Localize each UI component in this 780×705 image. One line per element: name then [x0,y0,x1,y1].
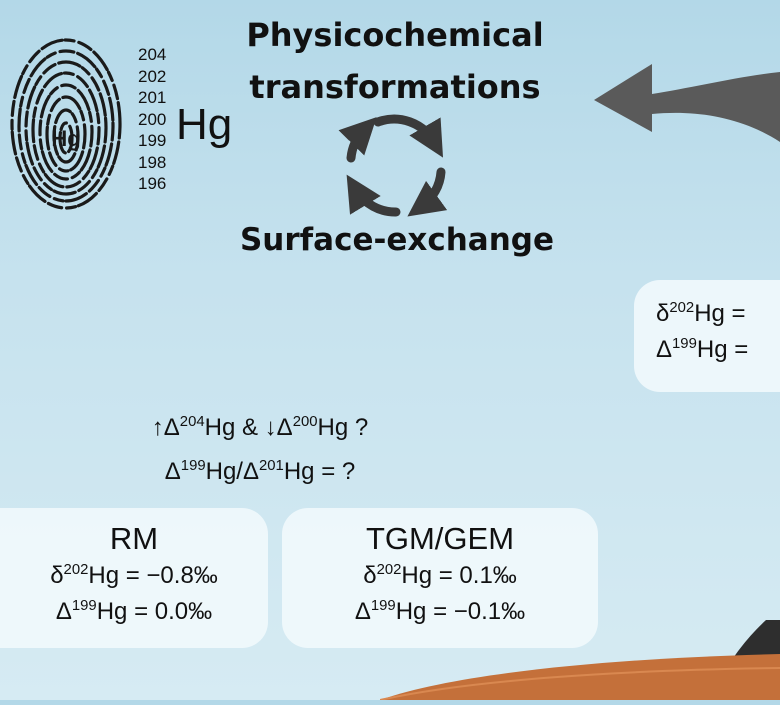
rm-box: RM δ202Hg = −0.8‰ Δ199Hg = 0.0‰ [0,508,268,648]
diagram-title-line1: Physicochemical [246,16,544,54]
isotope-mass-list: 204 202 201 200 199 198 196 [138,44,166,195]
isotope-mass: 199 [138,131,167,150]
diagram-title-line2: transformations [249,68,541,106]
isotope-mass: 196 [138,174,167,193]
isotope-mass: 201 [138,88,167,107]
tgm-gem-box-title: TGM/GEM [365,521,515,556]
rm-box-cap-delta-row: Δ199Hg = 0.0‰ [55,598,213,625]
isotope-mass: 204 [138,45,167,64]
question-line-2: Δ199Hg/Δ201Hg = ? [164,458,356,485]
tgm-gem-box: TGM/GEM δ202Hg = 0.1‰ Δ199Hg = −0.1‰ [282,508,598,648]
cycle-label: Surface-exchange [239,222,555,258]
tgm-gem-box-delta-row: δ202Hg = 0.1‰ [363,562,517,589]
rm-box-delta-row: δ202Hg = −0.8‰ [50,562,218,589]
right-box-delta-row: δ202Hg = [656,300,746,327]
cycle-arrows-icon [338,106,456,224]
fingerprint-icon: Hg [8,34,124,210]
large-arrow-icon [590,50,780,160]
isotope-mass: 198 [138,152,167,172]
ground-surface [379,620,780,701]
rm-box-title: RM [109,521,159,556]
isotope-mass: 200 [138,109,167,129]
right-box-cap-delta-row: Δ199Hg = [656,336,749,363]
right-isotope-box: δ202Hg = Δ199Hg = [634,280,780,392]
hg-element-symbol: Hg [176,100,233,149]
tgm-gem-box-cap-delta-row: Δ199Hg = −0.1‰ [354,598,526,625]
question-line-1: ↑Δ204Hg & ↓Δ200Hg ? [151,414,369,441]
isotope-mass: 202 [138,66,167,86]
fingerprint-label: Hg [51,126,80,151]
